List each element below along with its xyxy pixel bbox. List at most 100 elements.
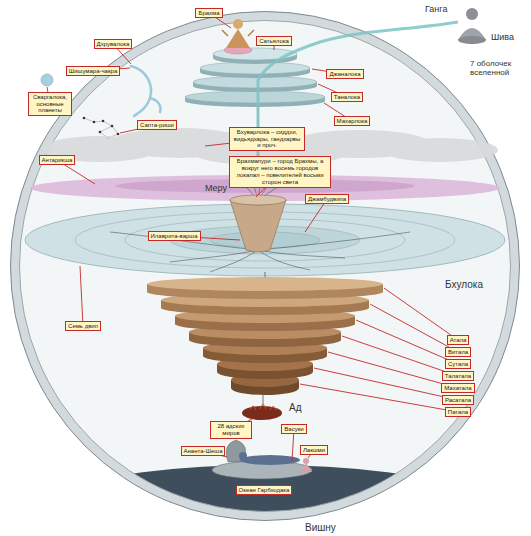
callout-text: Витала — [448, 349, 468, 356]
region-label: Ад — [289, 402, 302, 413]
callout-text: Ананта-Шеша — [184, 448, 223, 455]
callout-text: Сатьялока — [259, 38, 289, 45]
hell-worlds — [242, 406, 282, 420]
callout-text: Атала — [450, 337, 467, 344]
callout-box: Сапта-риши — [137, 120, 177, 131]
callout-box: Лакшми — [300, 445, 328, 456]
callout-text: Талатала — [445, 373, 471, 380]
lakshmi-figure — [303, 458, 309, 464]
callout-text: Джамбудвипа — [308, 196, 346, 203]
vishnu-figure — [240, 455, 300, 465]
star — [93, 121, 96, 124]
vishnu-figure — [239, 452, 247, 460]
shiva-figure — [458, 36, 486, 44]
leader-line — [342, 336, 458, 376]
callout-box: Атала — [447, 335, 470, 346]
callout-box: Семь двип — [65, 321, 101, 332]
callout-box: Сатьялока — [256, 36, 292, 47]
callout-text: Илаврита-варша — [151, 233, 198, 240]
callout-text: Васуки — [284, 426, 303, 433]
leader-line — [300, 384, 458, 412]
callout-text: Сваргалока, основные планеты — [31, 94, 69, 115]
star — [102, 120, 105, 123]
atala-slab — [147, 277, 383, 291]
callout-box: Васуки — [281, 424, 306, 435]
callout-text: Махарлока — [337, 118, 368, 125]
callout-text: 28 адских миров — [213, 423, 249, 437]
leader-line — [356, 320, 458, 364]
region-label: Ганга — [425, 5, 447, 15]
constellation-line — [84, 118, 118, 138]
callout-text: Антарикша — [42, 157, 73, 164]
hell-flames — [250, 405, 276, 411]
callout-text: Сапта-риши — [140, 122, 174, 129]
lakshmi-figure — [300, 463, 312, 472]
callout-box: Антарикша — [39, 155, 76, 166]
universe-shell-edge — [20, 21, 511, 512]
callout-box: Сутала — [445, 359, 471, 370]
callout-box: Таналока — [331, 92, 363, 103]
callout-text: Патала — [448, 409, 468, 416]
cloud — [382, 138, 498, 162]
callout-text: Махатала — [444, 385, 471, 392]
callout-box: Брахмапури – город Брахмы, а вокруг него… — [229, 156, 331, 188]
leader-line — [314, 368, 458, 400]
leader-lines — [47, 13, 458, 461]
star — [99, 131, 102, 134]
callout-text: Лакшми — [303, 447, 325, 454]
callout-box: Шишумара-чакра — [66, 66, 121, 77]
region-label: Бхулока — [445, 279, 483, 290]
constellation-stars — [83, 117, 120, 140]
callout-box: Океан Гарбходака — [236, 485, 293, 496]
meru-top — [230, 195, 286, 205]
callout-box: Патала — [445, 407, 471, 418]
star — [117, 133, 120, 136]
callout-text: Семь двип — [68, 323, 98, 330]
callout-text: Таналока — [334, 94, 360, 101]
callout-box: Бхуварлока – сиддхи, видьядхары, гандхар… — [229, 127, 305, 152]
callout-box: Илаврита-варша — [148, 231, 201, 242]
callout-box: Сваргалока, основные планеты — [28, 92, 72, 117]
callout-text: Сутала — [448, 361, 468, 368]
callout-text: Океан Гарбходака — [239, 487, 290, 494]
callout-box: Расатала — [442, 395, 474, 406]
universe-interior — [19, 20, 511, 512]
region-label: Шива — [491, 33, 514, 43]
callout-box: Талатала — [442, 371, 474, 382]
region-label: 7 оболочек вселенной — [470, 60, 524, 78]
callout-text: Бхуварлока – сиддхи, видьядхары, гандхар… — [232, 129, 302, 150]
brahma-figure — [226, 29, 250, 48]
callout-box: Ананта-Шеша — [181, 446, 226, 457]
shishumara-figure — [131, 66, 161, 116]
maharloka-disk — [185, 91, 325, 103]
meru-mountain — [230, 200, 286, 252]
shiva-figure — [466, 8, 478, 20]
callout-text: Расатала — [445, 397, 471, 404]
callout-text: Брахма — [198, 10, 219, 17]
callout-box: Витала — [445, 347, 471, 358]
planet — [41, 74, 53, 86]
callout-box: Махарлока — [334, 116, 371, 127]
callout-box: Махатала — [441, 383, 474, 394]
brahma-figure — [233, 19, 243, 29]
region-label: Вишну — [305, 522, 336, 533]
region-label: Меру — [205, 184, 227, 194]
leader-line — [80, 266, 83, 326]
brahma-figure — [222, 30, 254, 36]
callout-box: Дхрувалока — [94, 39, 133, 50]
callout-text: Джаналока — [329, 71, 360, 78]
leader-line — [328, 352, 458, 388]
star — [111, 125, 114, 128]
callout-box: Джамбудвипа — [305, 194, 349, 205]
callout-text: Брахмапури – город Брахмы, а вокруг него… — [232, 158, 328, 186]
callout-text: Шишумара-чакра — [69, 68, 118, 75]
callout-text: Дхрувалока — [97, 41, 130, 48]
universe-shell-edge — [11, 12, 520, 521]
star — [83, 117, 86, 120]
callout-box: Джаналока — [326, 69, 363, 80]
callout-box: Брахма — [195, 8, 222, 19]
callout-box: 28 адских миров — [210, 421, 252, 439]
universe-shell — [15, 16, 515, 516]
